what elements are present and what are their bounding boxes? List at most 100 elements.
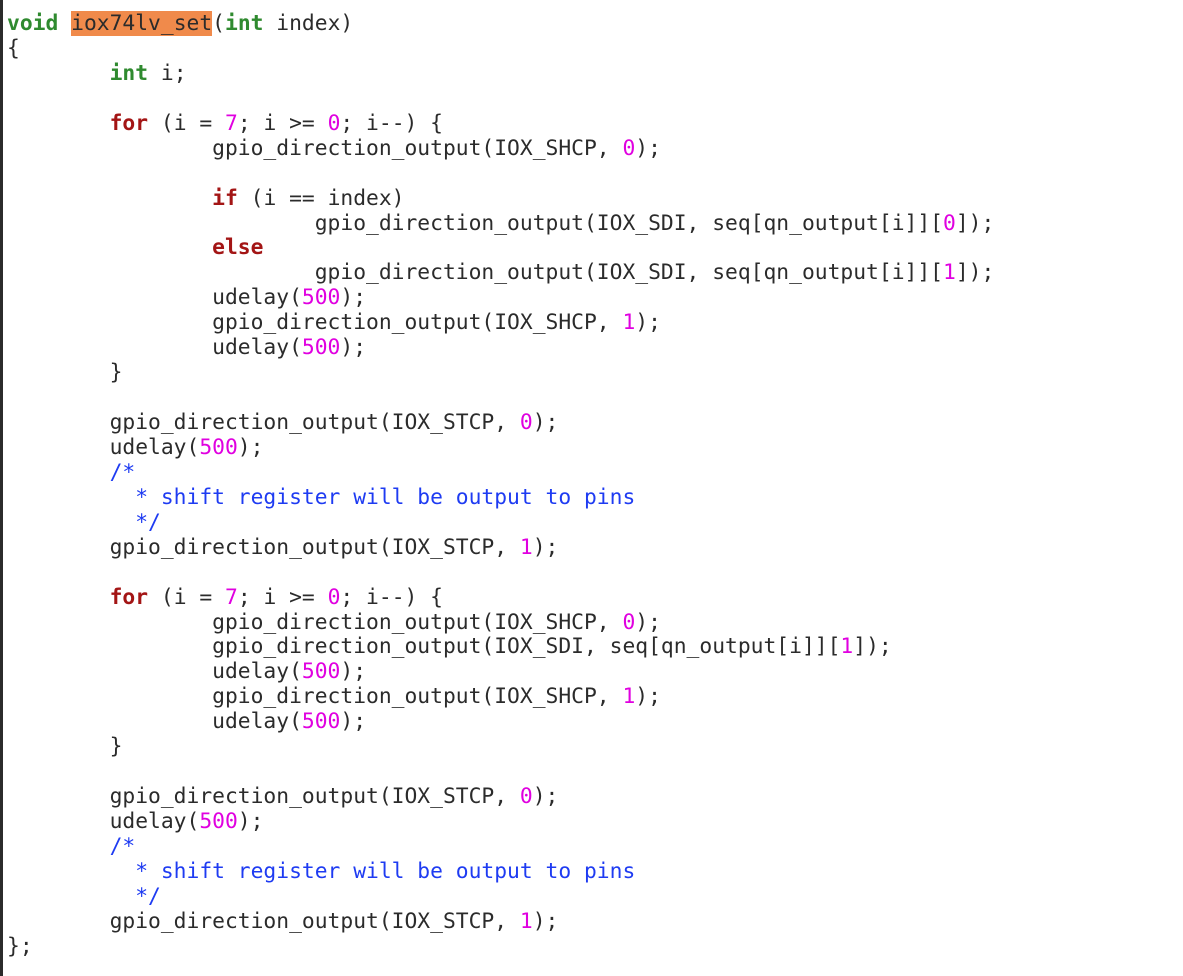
code-token: gpio_direction_output(IOX_SDI, seq[qn_ou… bbox=[7, 260, 943, 286]
code-token bbox=[7, 186, 212, 211]
code-line: gpio_direction_output(IOX_SHCP, 0); bbox=[7, 609, 994, 636]
code-token: ); bbox=[635, 135, 661, 161]
code-token: ); bbox=[532, 534, 559, 560]
code-token: ( bbox=[212, 11, 225, 36]
code-line: { bbox=[7, 36, 994, 62]
code-line: int i; bbox=[7, 60, 994, 87]
code-token bbox=[7, 111, 110, 136]
number-token: 1 bbox=[519, 908, 533, 934]
code-token: i; bbox=[148, 60, 187, 86]
code-line: */ bbox=[7, 510, 994, 536]
code-line: else bbox=[7, 235, 994, 261]
code-line: gpio_direction_output(IOX_STCP, 1); bbox=[7, 908, 994, 935]
code-token: udelay( bbox=[7, 709, 302, 735]
code-line: if (i == index) bbox=[7, 185, 994, 212]
type-token: void bbox=[7, 11, 59, 36]
number-token: 500 bbox=[301, 659, 341, 685]
number-token: 0 bbox=[327, 110, 341, 136]
code-token: gpio_direction_output(IOX_SDI, seq[qn_ou… bbox=[7, 634, 841, 660]
code-token: ); bbox=[532, 908, 559, 934]
code-line: gpio_direction_output(IOX_STCP, 0); bbox=[7, 410, 994, 436]
code-line: udelay(500); bbox=[7, 709, 994, 735]
code-token: udelay( bbox=[7, 809, 200, 834]
code-token: ); bbox=[532, 784, 559, 810]
code-line: gpio_direction_output(IOX_SHCP, 0); bbox=[7, 135, 994, 162]
number-token: 1 bbox=[840, 634, 854, 660]
type-token: int bbox=[225, 11, 264, 36]
code-token: (i = bbox=[148, 110, 225, 136]
code-line: /* bbox=[7, 459, 994, 486]
code-token: ); bbox=[237, 434, 264, 460]
code-token: (i = bbox=[148, 584, 225, 610]
comment-token: * shift register will be output to pins bbox=[7, 484, 636, 510]
code-token: udelay( bbox=[7, 285, 302, 311]
code-line: gpio_direction_output(IOX_SHCP, 1); bbox=[7, 310, 994, 336]
number-token: 1 bbox=[622, 684, 636, 710]
code-token: udelay( bbox=[7, 434, 200, 460]
code-token: udelay( bbox=[7, 335, 302, 361]
keyword-token: if bbox=[212, 185, 238, 211]
code-token: gpio_direction_output(IOX_STCP, bbox=[7, 784, 520, 810]
code-token: (i == index) bbox=[237, 185, 405, 211]
code-token bbox=[7, 585, 110, 610]
code-line: gpio_direction_output(IOX_SHCP, 1); bbox=[7, 684, 994, 710]
number-token: 0 bbox=[622, 609, 636, 635]
code-token: } bbox=[7, 734, 123, 760]
code-token: gpio_direction_output(IOX_SDI, seq[qn_ou… bbox=[7, 210, 943, 236]
code-line: /* bbox=[7, 834, 994, 860]
number-token: 0 bbox=[622, 135, 636, 161]
code-line: */ bbox=[7, 884, 994, 910]
code-line: udelay(500); bbox=[7, 335, 994, 361]
code-line: }; bbox=[7, 933, 994, 960]
code-token: gpio_direction_output(IOX_SHCP, bbox=[7, 609, 623, 635]
code-line: for (i = 7; i >= 0; i--) { bbox=[7, 110, 994, 137]
code-line: gpio_direction_output(IOX_STCP, 1); bbox=[7, 534, 994, 561]
type-token: int bbox=[109, 60, 149, 86]
number-token: 500 bbox=[199, 809, 238, 834]
code-token: gpio_direction_output(IOX_STCP, bbox=[7, 534, 520, 560]
code-line: udelay(500); bbox=[7, 434, 994, 461]
code-token: }; bbox=[7, 933, 33, 959]
code-line bbox=[7, 386, 994, 411]
code-line: for (i = 7; i >= 0; i--) { bbox=[7, 584, 994, 611]
code-token bbox=[7, 61, 110, 86]
code-line: gpio_direction_output(IOX_SDI, seq[qn_ou… bbox=[7, 210, 995, 237]
number-token: 500 bbox=[301, 335, 341, 361]
code-token: ); bbox=[340, 659, 367, 685]
code-line: gpio_direction_output(IOX_STCP, 0); bbox=[7, 784, 994, 810]
code-line bbox=[7, 162, 994, 187]
code-token: ); bbox=[635, 310, 661, 336]
code-token: ); bbox=[635, 684, 661, 710]
comment-token: /* bbox=[7, 459, 136, 485]
number-token: 0 bbox=[519, 410, 533, 435]
code-line bbox=[7, 87, 994, 112]
code-line bbox=[7, 760, 994, 785]
code-token: ]); bbox=[853, 634, 892, 660]
code-token: ; i--) { bbox=[340, 584, 443, 610]
code-line: * shift register will be output to pins bbox=[7, 484, 994, 511]
code-line: udelay(500); bbox=[7, 659, 994, 685]
number-token: 0 bbox=[519, 784, 533, 810]
number-token: 0 bbox=[327, 584, 341, 610]
code-token: gpio_direction_output(IOX_SHCP, bbox=[7, 310, 623, 336]
number-token: 0 bbox=[943, 210, 956, 236]
number-token: 500 bbox=[301, 285, 341, 311]
code-token: gpio_direction_output(IOX_SHCP, bbox=[7, 135, 623, 161]
code-token: ]); bbox=[955, 260, 995, 286]
code-token: ); bbox=[340, 335, 367, 361]
number-token: 1 bbox=[519, 534, 533, 560]
code-token: ); bbox=[532, 410, 559, 435]
highlighted-function-name: iox74lv_set bbox=[71, 11, 213, 36]
code-block[interactable]: void iox74lv_set(int index){ int i; for … bbox=[7, 11, 995, 960]
number-token: 500 bbox=[301, 709, 341, 735]
code-line: gpio_direction_output(IOX_SDI, seq[qn_ou… bbox=[7, 260, 995, 286]
code-token: ); bbox=[237, 809, 264, 834]
code-token: udelay( bbox=[7, 659, 302, 685]
code-token: index) bbox=[263, 11, 354, 36]
code-token: gpio_direction_output(IOX_STCP, bbox=[7, 908, 520, 934]
keyword-token: for bbox=[109, 110, 149, 136]
code-line: } bbox=[7, 360, 994, 386]
number-token: 500 bbox=[199, 434, 238, 460]
code-token: ; i--) { bbox=[340, 110, 443, 136]
